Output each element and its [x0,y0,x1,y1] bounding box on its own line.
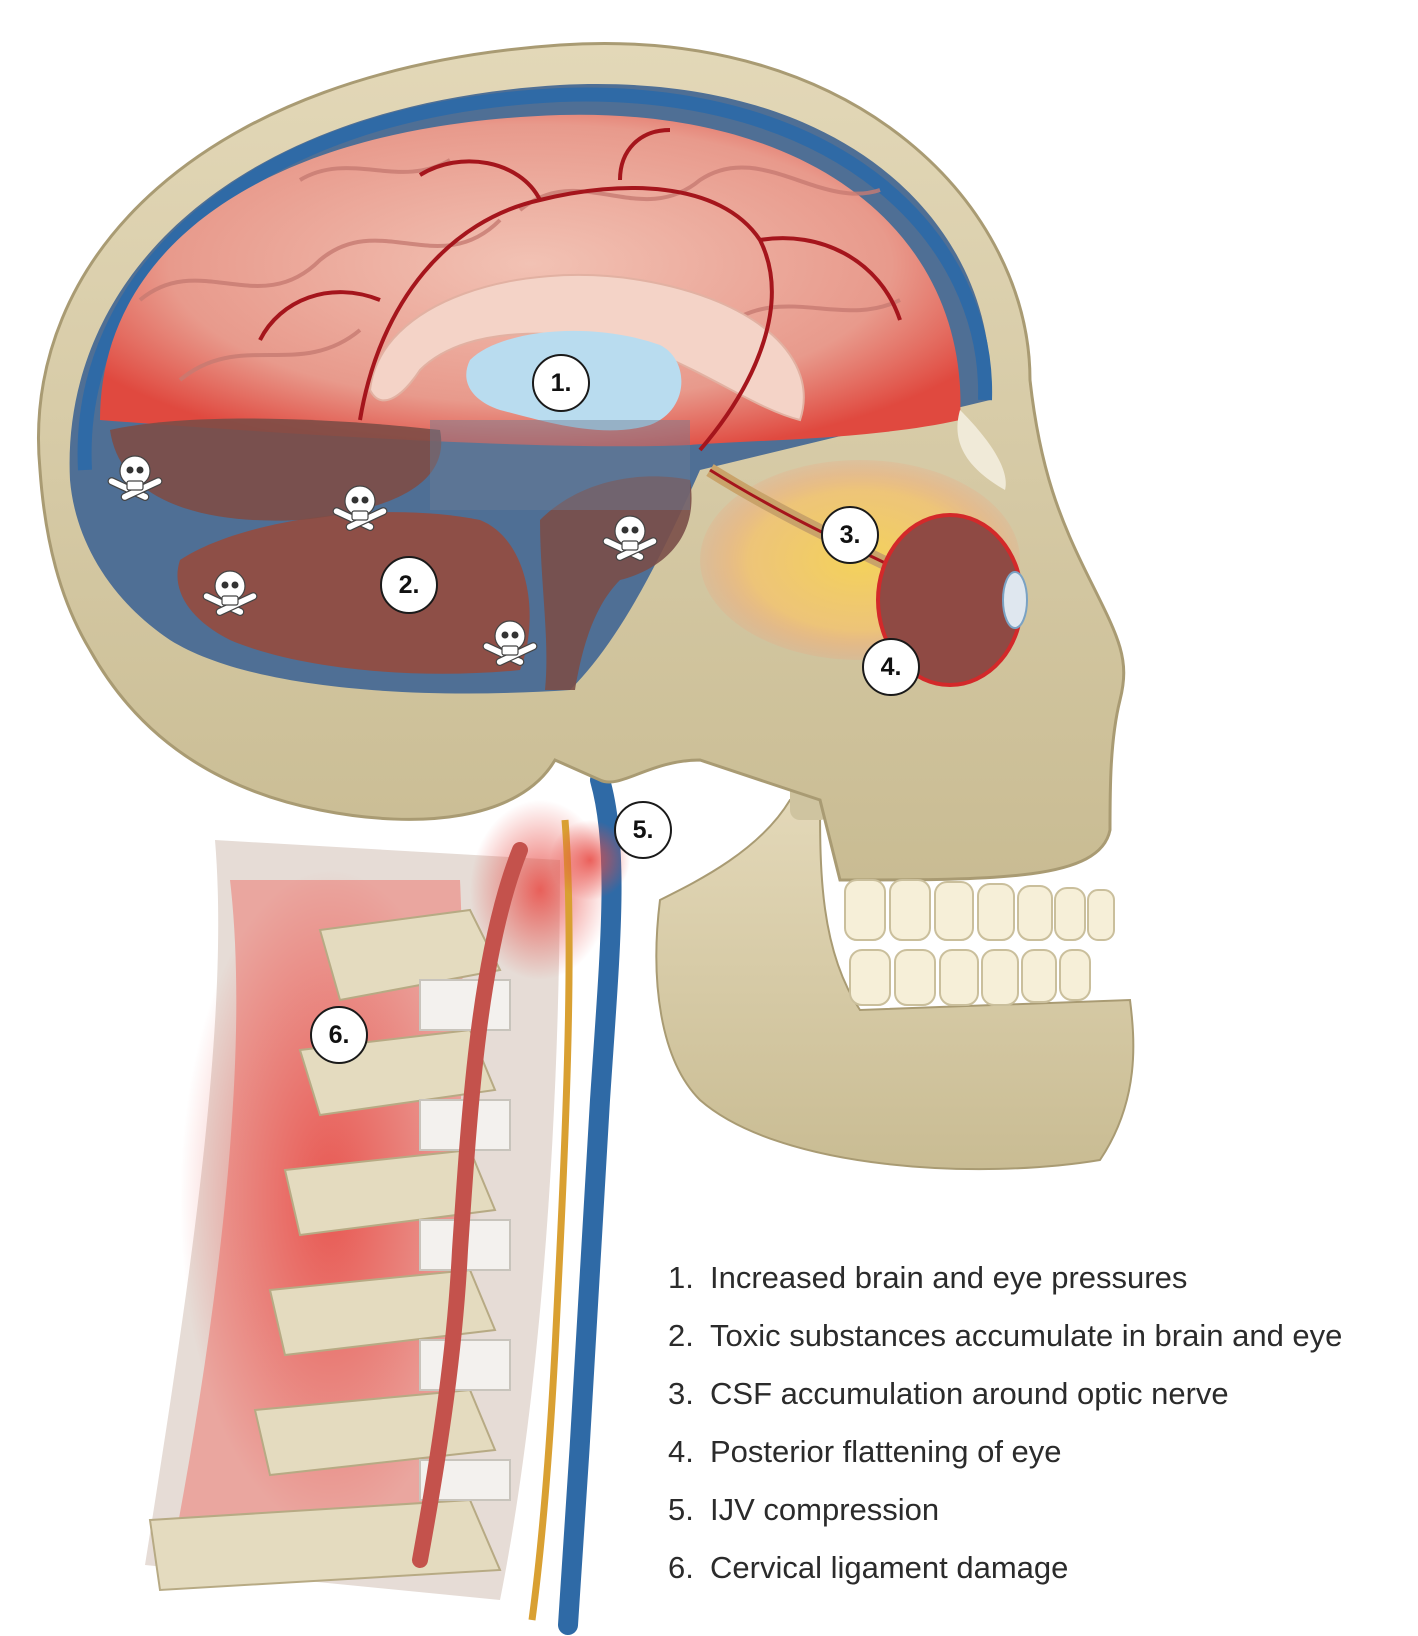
marker-3: 3. [821,506,879,564]
marker-6: 6. [310,1006,368,1064]
vertebral-artery [412,842,528,1568]
marker-4: 4. [862,638,920,696]
cervical-spine [148,908,511,1592]
legend-item: 3. CSF accumulation around optic nerve [668,1374,1229,1414]
toxin-icons [107,455,658,666]
legend-text: Posterior flattening of eye [710,1434,1062,1469]
legend-number: 4. [668,1434,694,1469]
legend-item: 2. Toxic substances accumulate in brain … [668,1316,1342,1356]
brain [100,114,961,452]
teeth [844,879,1115,1006]
skull-crossbones-icon [482,620,538,666]
legend-text: IJV compression [710,1492,940,1527]
skull-crossbones-icon [602,515,658,561]
legend-number: 6. [668,1550,694,1585]
legend-number: 5. [668,1492,694,1527]
legend-item: 4. Posterior flattening of eye [668,1432,1062,1472]
legend-text: Toxic substances accumulate in brain and… [710,1318,1343,1353]
skull-crossbones-icon [202,570,258,616]
marker-5: 5. [614,801,672,859]
legend-item: 1. Increased brain and eye pressures [668,1258,1187,1298]
sagittal-sinus [77,87,993,471]
marker-1: 1. [532,354,590,412]
marker-2: 2. [380,556,438,614]
legend-number: 1. [668,1260,694,1295]
cerebellum [110,418,692,690]
legend-text: Increased brain and eye pressures [710,1260,1188,1295]
legend-number: 2. [668,1318,694,1353]
skull-crossbones-icon [107,455,163,501]
legend-number: 3. [668,1376,694,1411]
vagus-nerve [528,819,573,1621]
legend-text: CSF accumulation around optic nerve [710,1376,1229,1411]
legend-item: 6. Cervical ligament damage [668,1548,1068,1588]
skull-crossbones-icon [332,485,388,531]
legend-text: Cervical ligament damage [710,1550,1069,1585]
legend-item: 5. IJV compression [668,1490,939,1530]
